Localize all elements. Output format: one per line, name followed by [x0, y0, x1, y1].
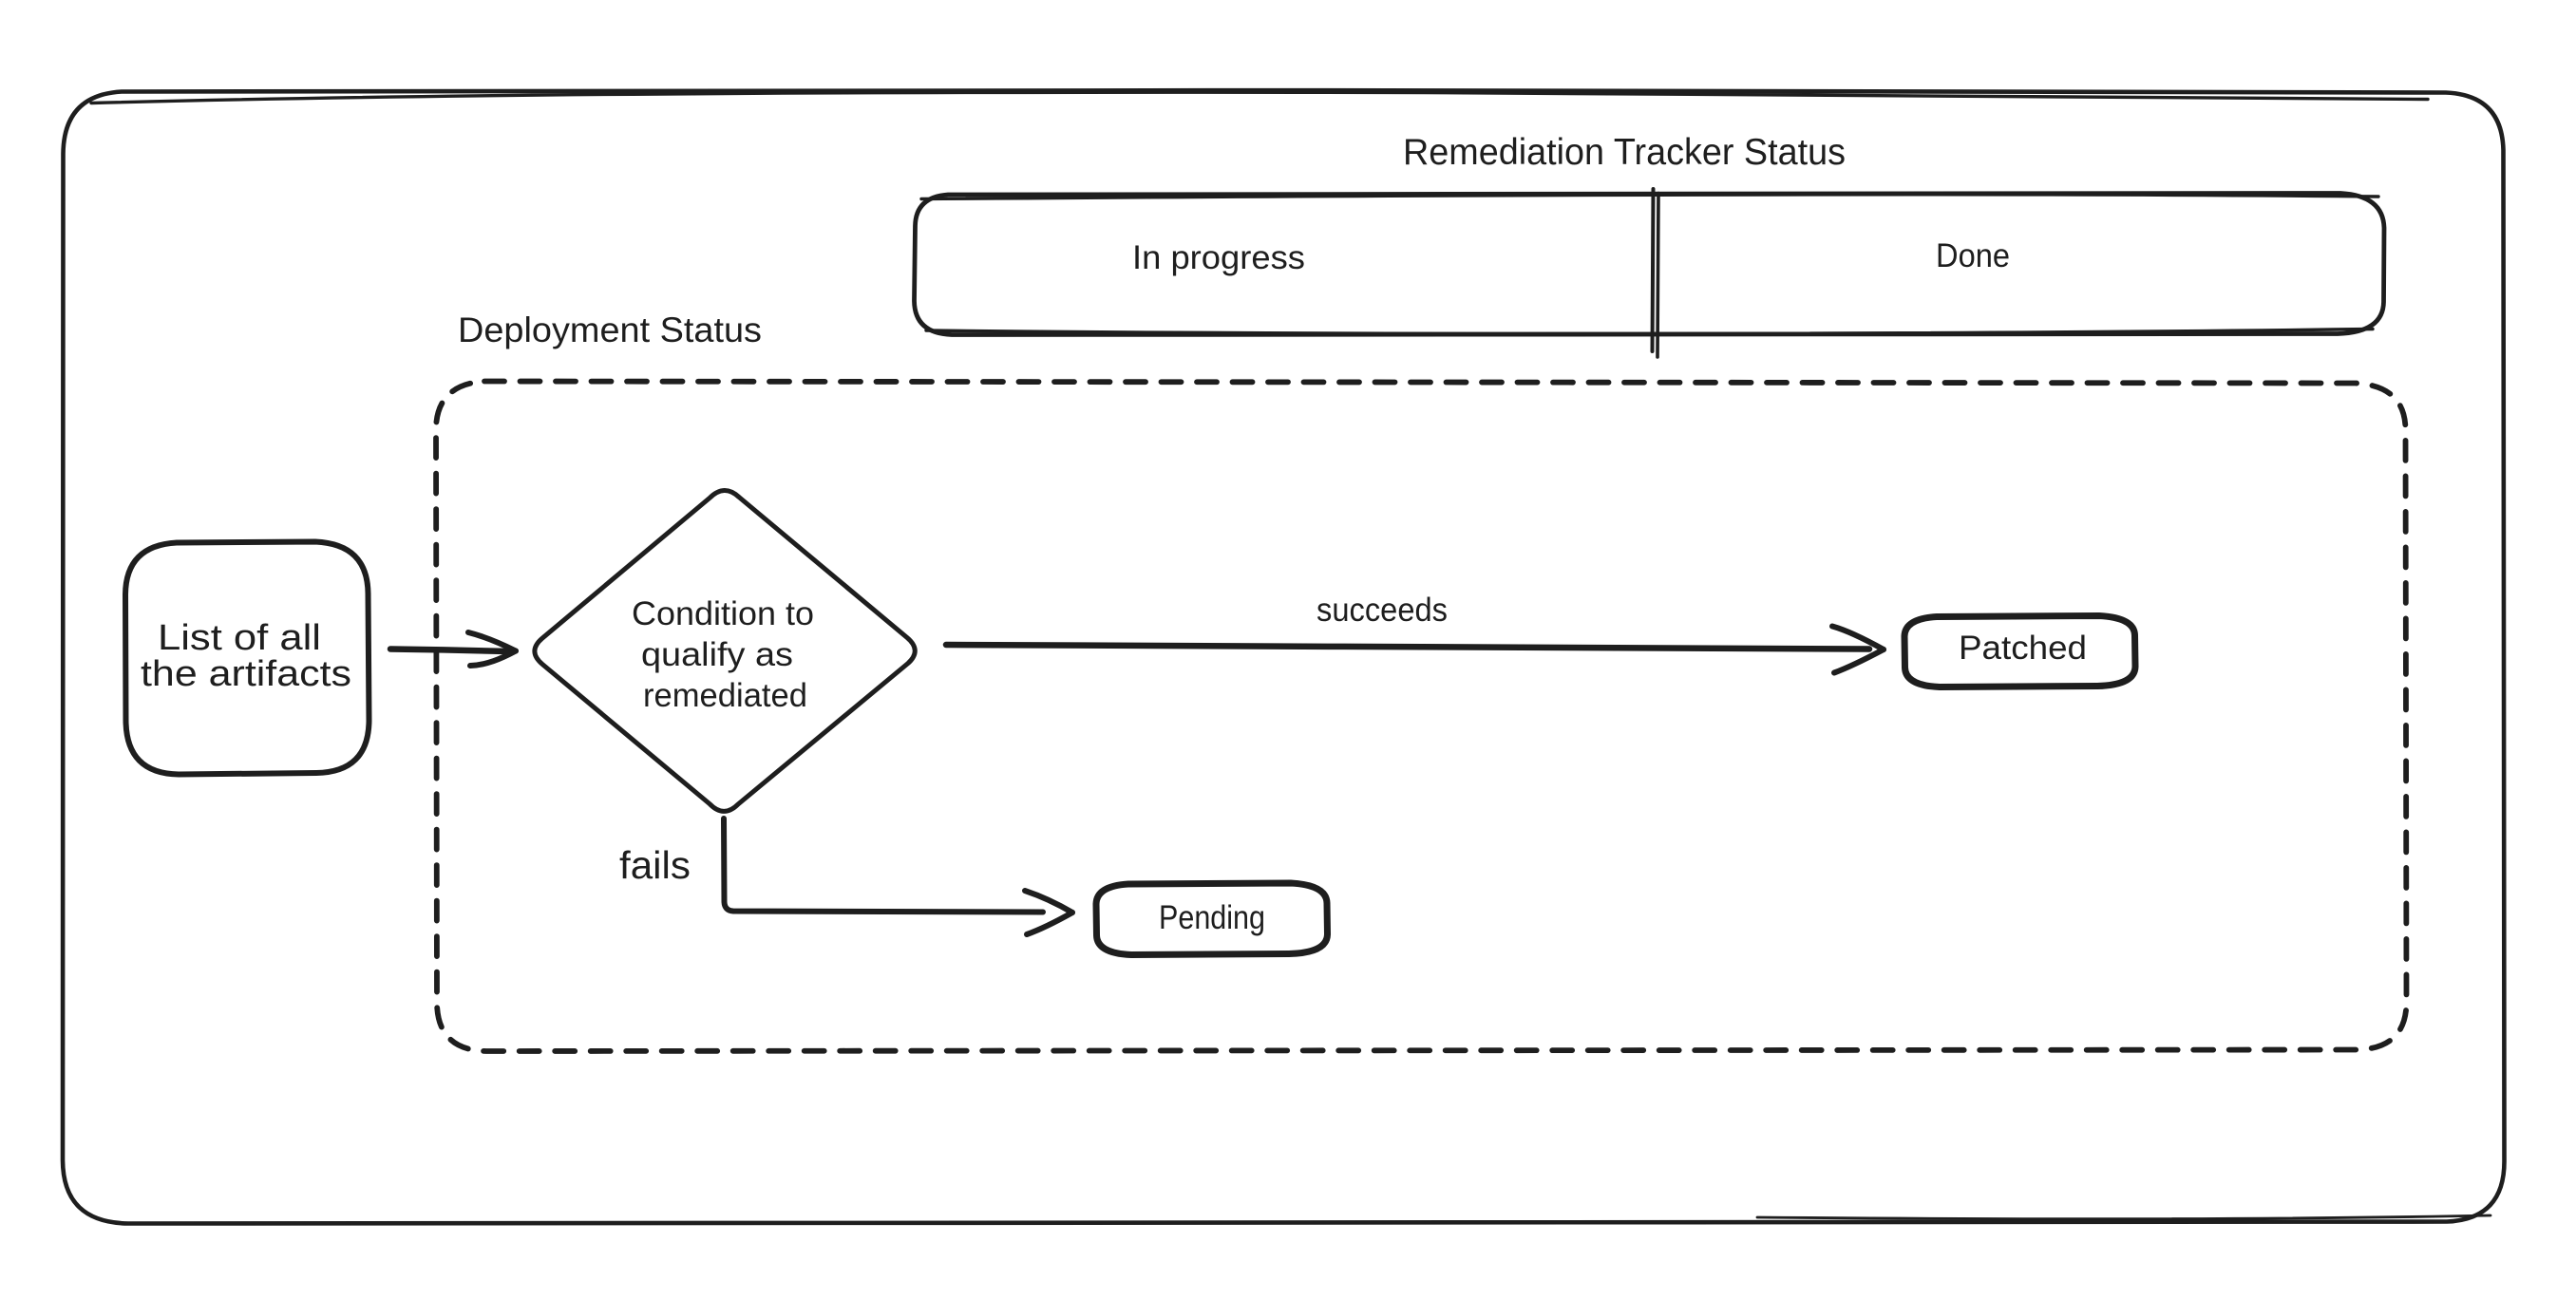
- svg-text:Done: Done: [1936, 237, 2010, 274]
- svg-text:Remediation Tracker Status: Remediation Tracker Status: [1403, 132, 1846, 173]
- svg-text:qualify as: qualify as: [641, 636, 793, 673]
- svg-text:In progress: In progress: [1132, 239, 1305, 276]
- svg-text:succeeds: succeeds: [1316, 592, 1448, 629]
- svg-text:fails: fails: [619, 843, 691, 887]
- svg-text:Deployment Status: Deployment Status: [458, 311, 762, 349]
- svg-text:Pending: Pending: [1159, 899, 1265, 936]
- svg-text:Patched: Patched: [1959, 630, 2087, 667]
- svg-text:List of all: List of all: [158, 618, 321, 658]
- svg-text:Condition to: Condition to: [632, 595, 814, 632]
- svg-text:remediated: remediated: [643, 677, 807, 714]
- svg-text:the artifacts: the artifacts: [141, 654, 351, 694]
